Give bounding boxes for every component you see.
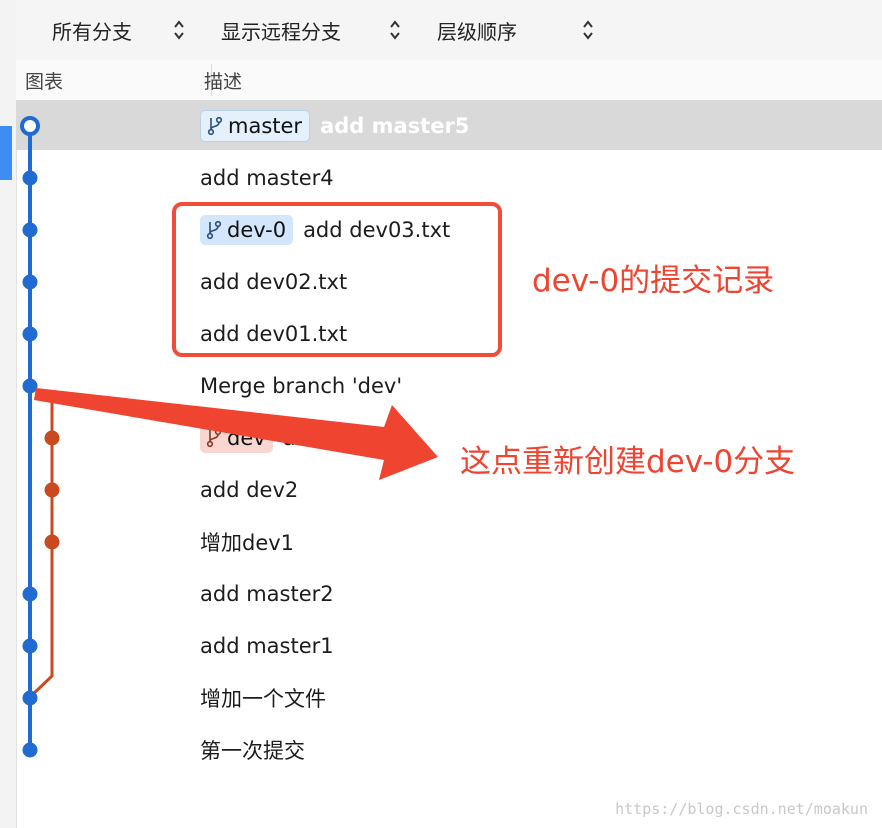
branch-name: master [228,114,303,138]
remote-filter-label: 显示远程分支 [221,19,341,44]
annotation-box-label: dev-0的提交记录 [532,263,775,299]
head-commit-node [20,116,40,136]
watermark: https://blog.csdn.net/moakun [615,800,868,818]
branch-icon [206,220,222,240]
commit-message: add master4 [200,166,334,190]
stepper-icon[interactable] [386,17,404,43]
commit-node [44,534,60,550]
commit-row[interactable]: 第一次提交 [200,724,305,776]
commit-row[interactable]: add master4 [200,152,334,204]
branch-badge-master[interactable]: master [200,110,311,142]
commit-node [22,638,38,654]
commit-node [22,690,38,706]
commit-message: Merge branch 'dev' [200,374,403,398]
branch-icon [207,116,223,136]
commit-row[interactable]: add master2 [200,568,334,620]
stepper-icon[interactable] [579,17,597,43]
commit-node [22,170,38,186]
branches-filter-label: 所有分支 [52,19,132,44]
graph-column-header[interactable]: 图表 [25,70,64,93]
column-header: 图表 描述 [16,60,882,101]
commit-node [44,430,60,446]
commit-row[interactable]: 增加dev1 [200,516,294,568]
toolbar: 所有分支 显示远程分支 层级顺序 [16,0,882,61]
commit-node [22,326,38,342]
commit-message: add dev03.txt [303,218,451,242]
main-lane-nodes [20,116,40,758]
order-filter-label: 层级顺序 [437,19,517,44]
order-filter-select[interactable]: 层级顺序 [437,0,517,60]
commit-message: add master1 [200,634,334,658]
commit-node [22,742,38,758]
commit-row[interactable]: Merge branch 'dev' [200,360,402,412]
commit-row[interactable]: add dev2 [200,464,298,516]
commit-message: 第一次提交 [200,739,305,763]
selected-commit-row-highlight[interactable] [16,100,882,150]
commit-message: add dev2 [200,478,299,502]
description-column-header[interactable]: 描述 [204,70,243,93]
remote-filter-select[interactable]: 显示远程分支 [221,0,341,60]
branches-filter-select[interactable]: 所有分支 [52,0,132,60]
branch-badge-dev-0[interactable]: dev-0 [200,215,294,245]
commit-row[interactable]: dev-0 add dev03.txt [200,204,450,256]
commit-row[interactable]: add dev01.txt [200,308,347,360]
commit-row[interactable]: 增加一个文件 [200,672,326,724]
commit-message: add master2 [200,582,334,606]
annotation-box [172,202,502,357]
stepper-icon[interactable] [170,17,188,43]
commit-node [22,222,38,238]
commit-message: 增加一个文件 [200,687,326,711]
merge-commit-node [22,378,38,394]
commit-message: add master5 [320,114,470,138]
arrow-shape [34,388,438,480]
branch-name: dev-0 [227,218,287,242]
commit-message: add dev02.txt [200,270,348,294]
commit-node [22,586,38,602]
commit-row[interactable]: add master1 [200,620,334,672]
commit-node [44,482,60,498]
column-divider[interactable] [211,64,212,96]
commit-message: 增加dev1 [200,531,295,555]
annotation-arrow-label: 这点重新创建dev-0分支 [460,444,796,480]
commit-message: add dev01.txt [200,322,348,346]
dev-lane-nodes [44,430,60,550]
commit-row[interactable]: add dev02.txt [200,256,347,308]
left-sidebar-strip [0,0,17,828]
commit-row[interactable]: master add master5 [200,100,469,152]
commit-node [22,274,38,290]
sidebar-selection-indicator [0,126,12,180]
